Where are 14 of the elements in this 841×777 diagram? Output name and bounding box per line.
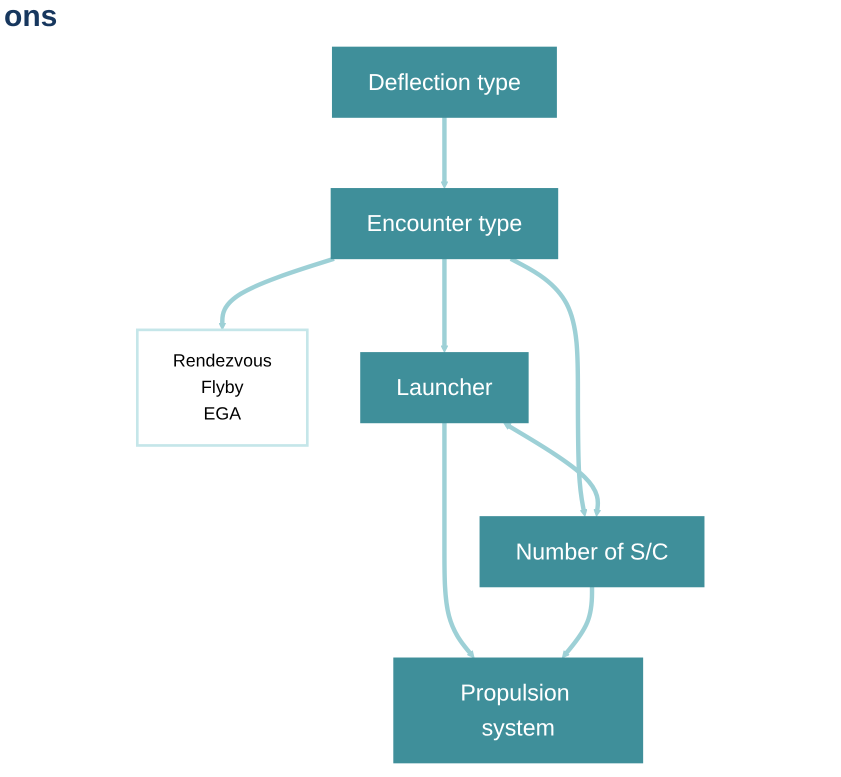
node-box: Deflection type [332, 46, 557, 118]
node-box: Encounter type [330, 188, 558, 260]
arrow [562, 586, 594, 658]
node-box: Propulsion system [393, 658, 643, 764]
arrow [440, 117, 448, 189]
arrow [442, 422, 474, 658]
arrow [510, 256, 588, 517]
arrow [218, 256, 335, 330]
title: ons [4, 0, 58, 34]
arrow [503, 422, 602, 517]
arrow [440, 258, 448, 353]
node-box: Number of S/C [479, 516, 704, 588]
node-box: Rendezvous Flyby EGA [136, 328, 308, 447]
node-box: Launcher [360, 352, 528, 424]
